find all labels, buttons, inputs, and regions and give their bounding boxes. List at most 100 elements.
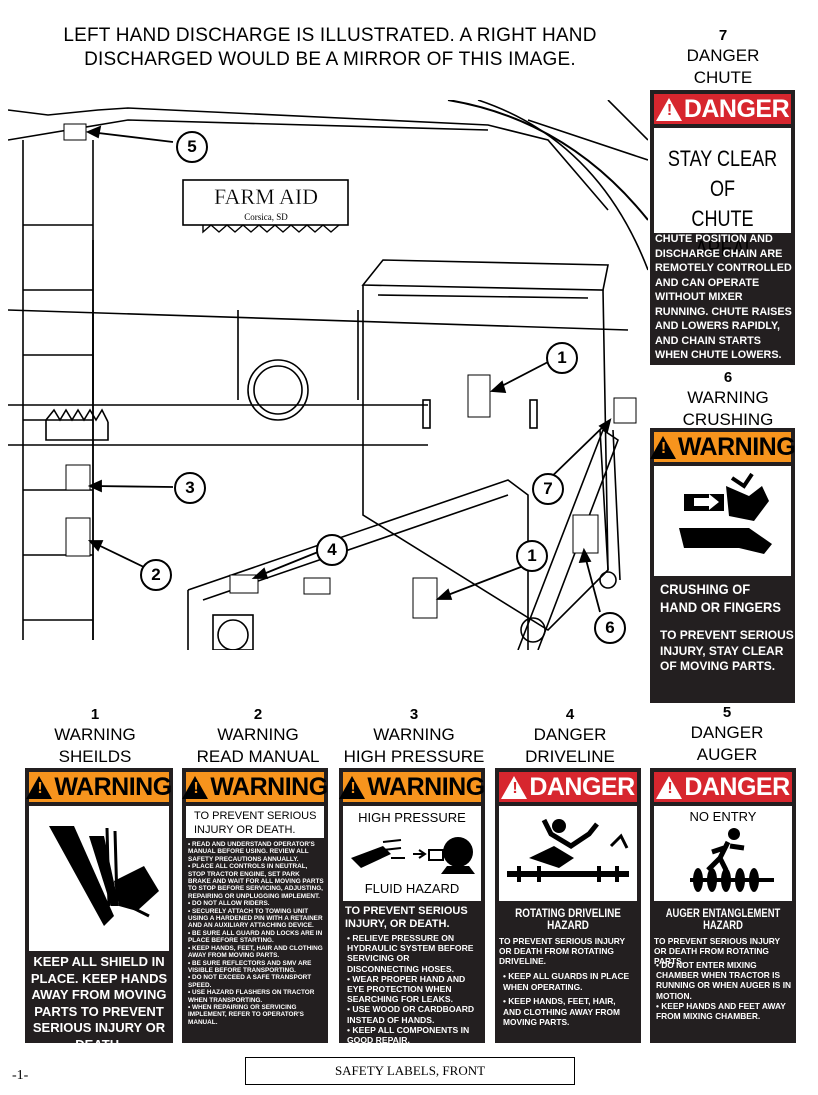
label-1-pictogram-panel — [29, 806, 169, 951]
label-7-header: 7 DANGER CHUTE — [658, 27, 788, 89]
mixer-diagram: FARM AID Corsica, SD 5 — [8, 100, 648, 650]
label-3-warning-high-pressure: !WARNING HIGH PRESSURE FLUID HAZARD TO P… — [339, 768, 485, 1046]
decal-1-lower — [412, 577, 438, 619]
callout-2: 2 — [140, 559, 172, 591]
label-6-type: WARNING — [687, 388, 769, 407]
label-6-pictogram-panel — [654, 466, 791, 576]
label-5-signal: !DANGER — [654, 772, 792, 802]
label-3-number: 3 — [409, 706, 419, 723]
label-7-danger-chute: !DANGER STAY CLEAR OF CHUTE AREA! CHUTE … — [650, 90, 795, 365]
label-4-topic: DRIVELINE — [525, 747, 615, 766]
decal-plate — [303, 577, 331, 595]
decal-5 — [63, 123, 87, 141]
label-5-pictogram-panel: NO ENTRY — [654, 806, 792, 901]
label-3-type: WARNING — [373, 725, 455, 744]
warning-triangle-icon: ! — [656, 775, 683, 799]
label-7-headline-panel: STAY CLEAR OF CHUTE AREA! — [654, 128, 791, 261]
label-3-signal: !WARNING — [339, 772, 485, 802]
label-3-pictogram-panel: HIGH PRESSURE FLUID HAZARD — [343, 806, 481, 901]
decal-3 — [65, 464, 91, 491]
callout-1-upper: 1 — [546, 342, 578, 374]
label-5-top-line: NO ENTRY — [689, 809, 757, 824]
label-1-number: 1 — [90, 706, 100, 723]
callout-leaders — [85, 125, 612, 613]
warning-triangle-icon: ! — [182, 775, 209, 799]
label-1-header: 1 WARNING SHEILDS — [35, 706, 155, 768]
label-1-signal: !WARNING — [26, 772, 172, 802]
label-2-number: 2 — [253, 706, 263, 723]
orientation-note-line2: DISCHARGED WOULD BE A MIRROR OF THIS IMA… — [84, 49, 576, 70]
callout-3: 3 — [174, 472, 206, 504]
label-3-top-line2: FLUID HAZARD — [364, 881, 460, 896]
figure-caption: SAFETY LABELS, FRONT — [245, 1057, 575, 1085]
decal-2 — [65, 517, 91, 557]
fluid-injection-icon — [351, 837, 475, 874]
label-4-headline: ROTATING DRIVELINE HAZARD — [515, 908, 621, 932]
decal-7 — [613, 397, 637, 424]
label-7-type: DANGER — [686, 46, 760, 65]
callout-6: 6 — [594, 612, 626, 644]
label-5-type: DANGER — [690, 723, 764, 742]
warning-triangle-icon: ! — [26, 775, 53, 799]
label-4-body: • KEEP ALL GUARDS IN PLACE WHEN OPERATIN… — [503, 971, 630, 1028]
label-7-signal: !DANGER — [654, 94, 791, 124]
label-4-danger-driveline: !DANGER ROTATING DRIVELINE HAZARD TO PRE… — [495, 768, 641, 1043]
label-2-body: • READ AND UNDERSTAND OPERATOR'S MANUAL … — [188, 841, 324, 1026]
mixer-line-art: FARM AID Corsica, SD — [8, 100, 648, 650]
decal-6 — [572, 514, 599, 554]
label-4-signal: !DANGER — [499, 772, 637, 802]
label-5-danger-auger: !DANGER NO ENTRY AUGER ENTANGLEMENT HAZA… — [650, 768, 796, 1043]
brand-name: FARM AID — [214, 184, 318, 209]
label-3-body: • RELIEVE PRESSURE ON HYDRAULIC SYSTEM B… — [347, 933, 475, 1046]
label-1-type: WARNING — [54, 725, 136, 744]
label-5-number: 5 — [722, 704, 732, 721]
driveline-entanglement-icon — [507, 818, 629, 882]
label-6-signal: !WARNING — [649, 432, 796, 462]
decal-1-upper — [467, 374, 491, 418]
warning-triangle-icon: ! — [655, 97, 682, 121]
label-6-topic: CRUSHING — [682, 410, 774, 429]
orientation-note-line1: LEFT HAND DISCHARGE IS ILLUSTRATED. A RI… — [63, 25, 597, 46]
callout-4: 4 — [316, 534, 348, 566]
label-3-topic: HIGH PRESSURE — [343, 747, 485, 766]
label-6-header: 6 WARNING CRUSHING — [658, 369, 798, 431]
label-2-signal: !WARNING — [182, 772, 328, 802]
label-7-headline: STAY CLEAR OF CHUTE AREA! — [667, 146, 778, 261]
orientation-note: LEFT HAND DISCHARGE IS ILLUSTRATED. A RI… — [20, 24, 640, 72]
brand-plate: FARM AID Corsica, SD — [182, 179, 349, 234]
label-5-header: 5 DANGER AUGER — [662, 704, 792, 766]
label-7-topic: CHUTE — [693, 68, 753, 87]
label-5-body-intro: TO PREVENT SERIOUS INJURY OR DEATH FROM … — [654, 936, 780, 967]
label-6-number: 6 — [723, 369, 733, 386]
label-5-topic: AUGER — [696, 745, 758, 764]
label-4-pictogram-panel — [499, 806, 637, 901]
warning-triangle-icon: ! — [649, 435, 676, 459]
warning-triangle-icon: ! — [501, 775, 528, 799]
brand-location: Corsica, SD — [244, 212, 288, 222]
callout-7: 7 — [532, 473, 564, 505]
label-7-number: 7 — [718, 27, 728, 44]
label-2-topic: READ MANUAL — [196, 747, 320, 766]
shield-entanglement-icon — [49, 826, 159, 926]
label-2-type: WARNING — [217, 725, 299, 744]
label-4-type: DANGER — [533, 725, 607, 744]
label-4-header: 4 DANGER DRIVELINE — [505, 706, 635, 768]
crushing-hand-icon — [679, 472, 772, 554]
label-3-header: 3 WARNING HIGH PRESSURE — [336, 706, 492, 768]
label-1-topic: SHEILDS — [58, 747, 132, 766]
label-3-top-line1: HIGH PRESSURE — [358, 810, 466, 825]
label-4-body-intro: TO PREVENT SERIOUS INJURY OR DEATH FROM … — [499, 936, 625, 967]
label-2-header: 2 WARNING READ MANUAL — [188, 706, 328, 768]
decal-4 — [229, 574, 259, 594]
warning-triangle-icon: ! — [339, 775, 366, 799]
page-number: -1- — [12, 1068, 29, 1083]
